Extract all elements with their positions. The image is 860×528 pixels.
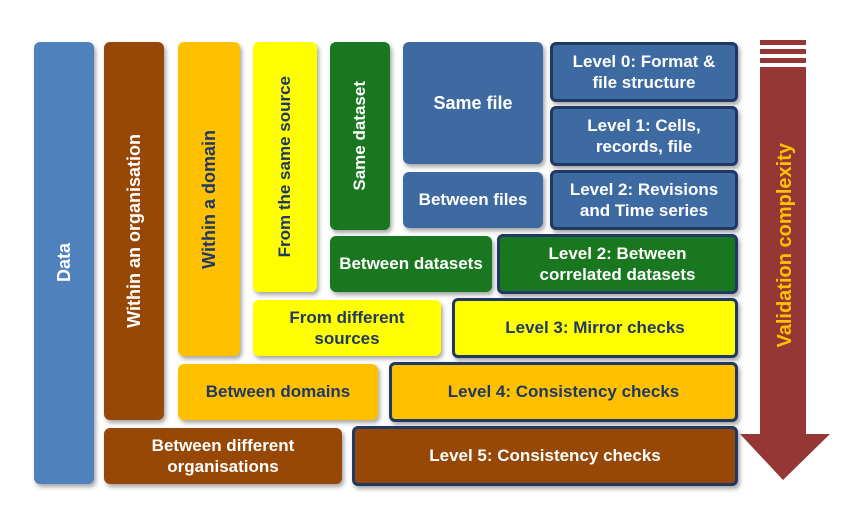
between-domains-box: Between domains [178,364,378,420]
arrow-label-wrap: Validation complexity [766,40,804,450]
level2-correlated-label: Level 2: Between correlated datasets [539,243,696,284]
within-organisation-label: Within an organisation [123,134,144,328]
level2-revisions-box: Level 2: Revisions and Time series [550,170,738,230]
level5-box: Level 5: Consistency checks [352,426,738,486]
arrow-stripe-middle [760,49,806,54]
same-file-label: Same file [433,92,513,113]
level5-label: Level 5: Consistency checks [429,446,661,466]
data-label: Data [53,243,74,283]
different-sources-box: From different sources [253,300,441,356]
level0-box: Level 0: Format & file structure [550,42,738,102]
level4-label: Level 4: Consistency checks [447,382,680,402]
between-domains-label: Between domains [205,382,351,402]
within-domain-column: Within a domain [178,42,240,356]
level1-box: Level 1: Cells, records, file [550,106,738,166]
between-datasets-box: Between datasets [330,236,492,292]
between-organisations-label: Between different organisations [151,435,295,476]
different-sources-label: From different sources [289,307,405,348]
same-file-box: Same file [403,42,543,164]
same-dataset-column: Same dataset [330,42,390,230]
validation-complexity-label: Validation complexity [773,142,796,348]
level4-box: Level 4: Consistency checks [389,362,738,422]
level0-label: Level 0: Format & file structure [572,51,716,92]
between-files-box: Between files [403,172,543,228]
between-organisations-box: Between different organisations [104,428,342,484]
within-organisation-column: Within an organisation [104,42,164,420]
arrow-stripe-top [760,40,806,45]
same-source-label: From the same source [275,76,295,258]
level2-revisions-label: Level 2: Revisions and Time series [569,179,719,220]
level1-label: Level 1: Cells, records, file [587,115,701,156]
level2-correlated-box: Level 2: Between correlated datasets [497,234,738,294]
validation-complexity-arrow [740,40,830,480]
between-datasets-label: Between datasets [339,254,483,274]
same-source-column: From the same source [253,42,317,292]
between-files-label: Between files [418,190,528,210]
same-dataset-label: Same dataset [350,81,370,191]
within-domain-label: Within a domain [198,129,219,269]
level3-label: Level 3: Mirror checks [505,318,685,338]
level3-box: Level 3: Mirror checks [452,298,738,358]
arrow-body [740,67,830,480]
data-column: Data [34,42,94,484]
arrow-stripe-bottom [760,58,806,63]
